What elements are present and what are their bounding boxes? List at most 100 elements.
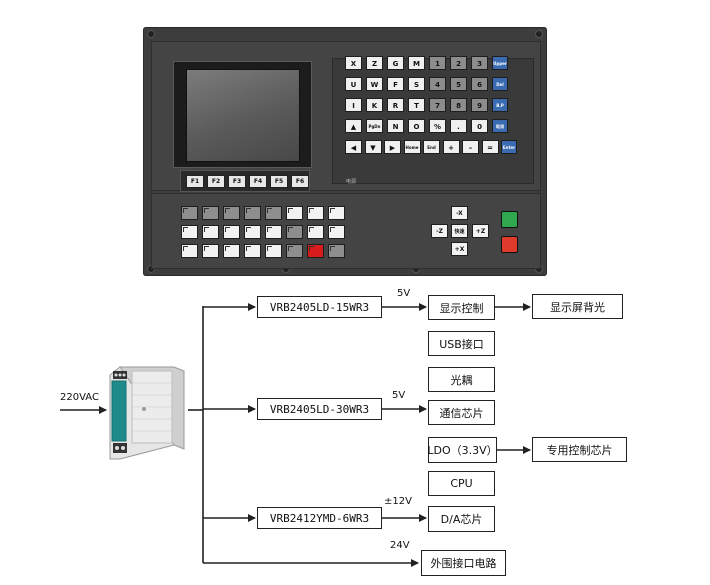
keypad-key[interactable]: ▼ [364, 140, 382, 154]
keypad-key[interactable]: . [450, 119, 467, 133]
voltage-label-m3: ±12V [384, 496, 412, 507]
keypad-key[interactable]: PgDn [366, 119, 383, 133]
cycle-start-button[interactable] [501, 211, 518, 228]
module-box-m2: VRB2405LD-30WR3 [257, 398, 382, 420]
screw-icon [283, 266, 289, 272]
operation-key[interactable] [244, 244, 261, 258]
keypad-key[interactable]: 3 [471, 56, 488, 70]
output-usb: USB接口 [428, 331, 495, 356]
keypad-key[interactable]: ▲ [345, 119, 362, 133]
keypad-key[interactable]: ▶ [384, 140, 401, 154]
output-peripheral-circuit: 外围接口电路 [421, 550, 506, 576]
lcd-bezel [173, 61, 312, 168]
keypad-key[interactable]: N [387, 119, 404, 133]
keypad-key[interactable]: S [408, 77, 425, 91]
keypad-key[interactable]: ◀ [345, 140, 362, 154]
operation-key[interactable] [328, 206, 345, 220]
operation-key[interactable] [223, 225, 240, 239]
keypad-key[interactable]: B.P [492, 98, 508, 112]
keypad-key[interactable]: T [408, 98, 425, 112]
keypad-key[interactable]: 取消 [492, 119, 508, 133]
keypad-key[interactable]: Z [366, 56, 383, 70]
keypad-key[interactable]: Del [492, 77, 508, 91]
keypad-key[interactable]: U [345, 77, 362, 91]
keypad-key[interactable]: 7 [429, 98, 446, 112]
jog-key-plus-x[interactable]: +X [451, 242, 468, 256]
fkey-f5[interactable]: F5 [270, 175, 288, 188]
operation-key[interactable] [202, 244, 219, 258]
operation-key[interactable] [202, 225, 219, 239]
fkey-f3[interactable]: F3 [228, 175, 246, 188]
screw-icon [413, 266, 419, 272]
fkey-f4[interactable]: F4 [249, 175, 267, 188]
operation-key[interactable] [265, 225, 282, 239]
keypad-key[interactable]: 4 [429, 77, 446, 91]
screw-icon [148, 31, 154, 37]
keypad-key[interactable]: 1 [429, 56, 446, 70]
operation-key[interactable] [223, 244, 240, 258]
fkey-f1[interactable]: F1 [186, 175, 204, 188]
keypad-key[interactable]: K [366, 98, 383, 112]
emergency-key[interactable] [307, 244, 324, 258]
keypad-key[interactable]: + [442, 140, 460, 154]
operation-key[interactable] [286, 206, 303, 220]
keypad-key[interactable]: 5 [450, 77, 467, 91]
keypad-key[interactable]: M [408, 56, 425, 70]
operation-key[interactable] [307, 206, 324, 220]
operation-key[interactable] [181, 225, 198, 239]
keypad-key[interactable]: % [429, 119, 446, 133]
feed-hold-button[interactable] [501, 236, 518, 253]
operation-key[interactable] [307, 225, 324, 239]
operation-key[interactable] [244, 225, 261, 239]
operation-key[interactable] [286, 225, 303, 239]
screw-icon [536, 266, 542, 272]
power-label: 电源 [346, 179, 357, 185]
keypad-key[interactable]: 9 [471, 98, 488, 112]
screw-icon [148, 266, 154, 272]
voltage-label-m2: 5V [392, 390, 406, 401]
keypad-key[interactable]: 0 [471, 119, 488, 133]
output-cpu: CPU [428, 471, 495, 496]
operation-key[interactable] [328, 244, 345, 258]
keypad-key[interactable]: Enter [501, 140, 517, 154]
keypad-key[interactable]: Upper [492, 56, 508, 70]
operation-key[interactable] [328, 225, 345, 239]
keypad-key[interactable]: R [387, 98, 404, 112]
operation-key[interactable] [181, 206, 198, 220]
operation-key[interactable] [181, 244, 198, 258]
keypad-key[interactable]: I [345, 98, 362, 112]
keypad-key[interactable]: X [345, 56, 362, 70]
fkey-f2[interactable]: F2 [207, 175, 225, 188]
operation-key[interactable] [286, 244, 303, 258]
jog-key-minus-z[interactable]: -Z [431, 224, 448, 238]
voltage-label-m1: 5V [397, 288, 411, 299]
keypad-key[interactable]: = [481, 140, 499, 154]
screw-icon [536, 31, 542, 37]
keypad-key[interactable]: Home [403, 140, 421, 154]
operation-key[interactable] [223, 206, 240, 220]
operation-key[interactable] [265, 244, 282, 258]
keypad-key[interactable]: F [387, 77, 404, 91]
keypad-key[interactable]: 2 [450, 56, 467, 70]
keypad-key[interactable]: – [462, 140, 479, 154]
keypad-key[interactable]: 6 [471, 77, 488, 91]
keypad-key[interactable]: W [366, 77, 383, 91]
fkey-f6[interactable]: F6 [291, 175, 309, 188]
output-da-chip: D/A芯片 [428, 506, 495, 532]
jog-key-plus-z[interactable]: +Z [472, 224, 489, 238]
keypad-key[interactable]: G [387, 56, 404, 70]
keypad-key[interactable]: O [408, 119, 425, 133]
operation-key[interactable] [265, 206, 282, 220]
input-voltage-label: 220VAC [60, 392, 99, 403]
keypad-key[interactable]: End [423, 140, 440, 154]
lcd-screen [186, 69, 300, 162]
jog-key-minus-x[interactable]: -X [451, 206, 468, 220]
operation-key[interactable] [244, 206, 261, 220]
jog-key-rapid[interactable]: 快速 [451, 224, 468, 238]
keypad-key[interactable]: 8 [450, 98, 467, 112]
operation-key[interactable] [202, 206, 219, 220]
